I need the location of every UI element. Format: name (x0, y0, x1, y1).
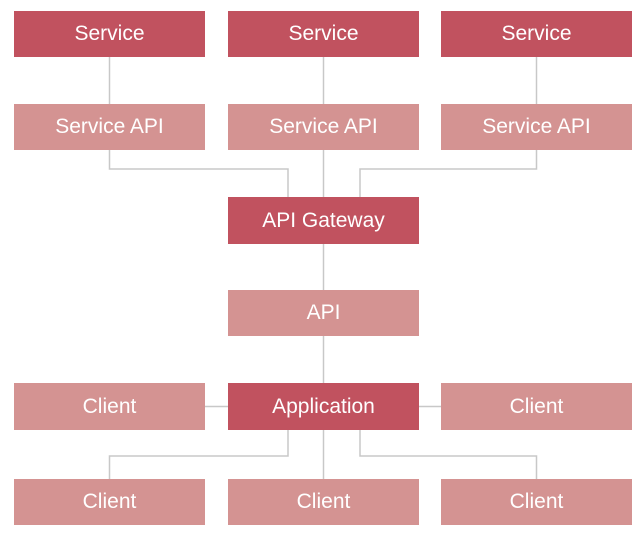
client-box-bottom: Client (228, 479, 419, 525)
service-box: Service (14, 11, 205, 57)
client-box-bottom: Client (14, 479, 205, 525)
connector-bottom-client-3 (359, 430, 538, 479)
connector-bottom-client-1 (108, 430, 289, 479)
service-api-box: Service API (441, 104, 632, 150)
connector-service-api-1 (108, 150, 289, 197)
service-api-box: Service API (228, 104, 419, 150)
api-gateway-box: API Gateway (228, 197, 419, 244)
api-box: API (228, 290, 419, 336)
connector-service-api-3 (359, 150, 538, 197)
service-box: Service (441, 11, 632, 57)
service-box: Service (228, 11, 419, 57)
client-box-left: Client (14, 383, 205, 430)
service-api-box: Service API (14, 104, 205, 150)
client-box-bottom: Client (441, 479, 632, 525)
application-box: Application (228, 383, 419, 430)
client-box-right: Client (441, 383, 632, 430)
